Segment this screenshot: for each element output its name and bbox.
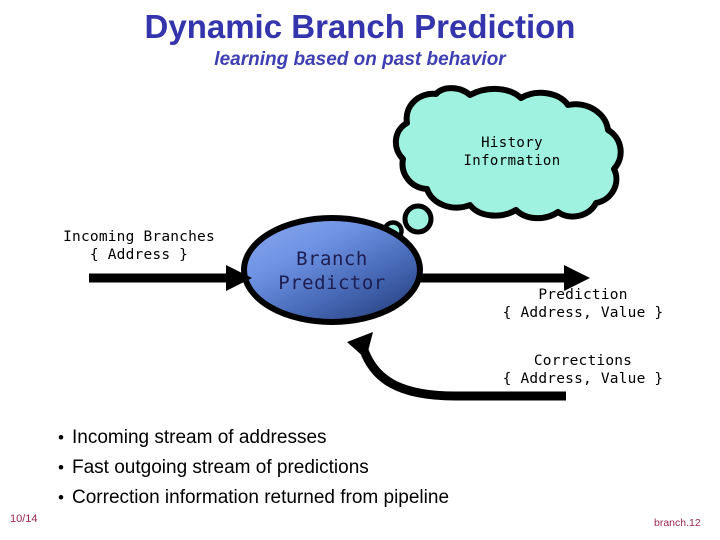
bullet-marker-icon: • (58, 488, 64, 507)
list-item-label: Fast outgoing stream of predictions (72, 457, 369, 478)
list-item-label: Incoming stream of addresses (72, 427, 327, 448)
corrections-label-line1: Corrections (533, 353, 633, 369)
bullet-marker-icon: • (58, 458, 64, 477)
list-item-label: Correction information returned from pip… (72, 487, 450, 508)
incoming-label: Incoming Branches { Address } (24, 228, 254, 264)
corrections-label: Corrections { Address, Value } (468, 352, 698, 388)
bullet-marker-icon: • (58, 428, 64, 447)
list-item: • Incoming stream of addresses (50, 424, 670, 451)
cloud-label: History Information (432, 135, 592, 170)
page-title: Dynamic Branch Prediction (144, 8, 576, 45)
page-number: 10/14 (10, 513, 38, 525)
prediction-label-line2: { Address, Value } (502, 305, 664, 322)
corrections-label-line2: { Address, Value } (502, 371, 664, 388)
list-item: • Correction information returned from p… (50, 484, 670, 511)
bullet-list: • Incoming stream of addresses • Fast ou… (50, 424, 670, 514)
predictor-ellipse-icon (241, 215, 423, 325)
incoming-label-line2: { Address } (89, 247, 189, 264)
incoming-arrow-icon (89, 265, 252, 291)
incoming-label-line1: Incoming Branches (63, 229, 215, 245)
predictor-label-line1: Branch (296, 248, 368, 270)
predictor-label: Branch Predictor (252, 248, 412, 296)
thought-cloud-icon (393, 85, 624, 222)
corrections-arrow-icon (347, 332, 566, 401)
document-tag: branch.12 (654, 517, 701, 529)
prediction-arrow-icon (418, 265, 590, 291)
cloud-label-line1: History (481, 135, 543, 151)
diagram-graphics (89, 85, 624, 401)
prediction-label: Prediction { Address, Value } (468, 286, 698, 322)
page-subtitle: learning based on past behavior (214, 49, 506, 70)
cloud-label-line2: Information (463, 152, 561, 169)
diagram: History Information Branch Predictor Inc… (24, 85, 698, 401)
list-item: • Fast outgoing stream of predictions (50, 454, 670, 481)
predictor-label-line2: Predictor (278, 271, 386, 294)
prediction-label-line1: Prediction (538, 287, 628, 303)
